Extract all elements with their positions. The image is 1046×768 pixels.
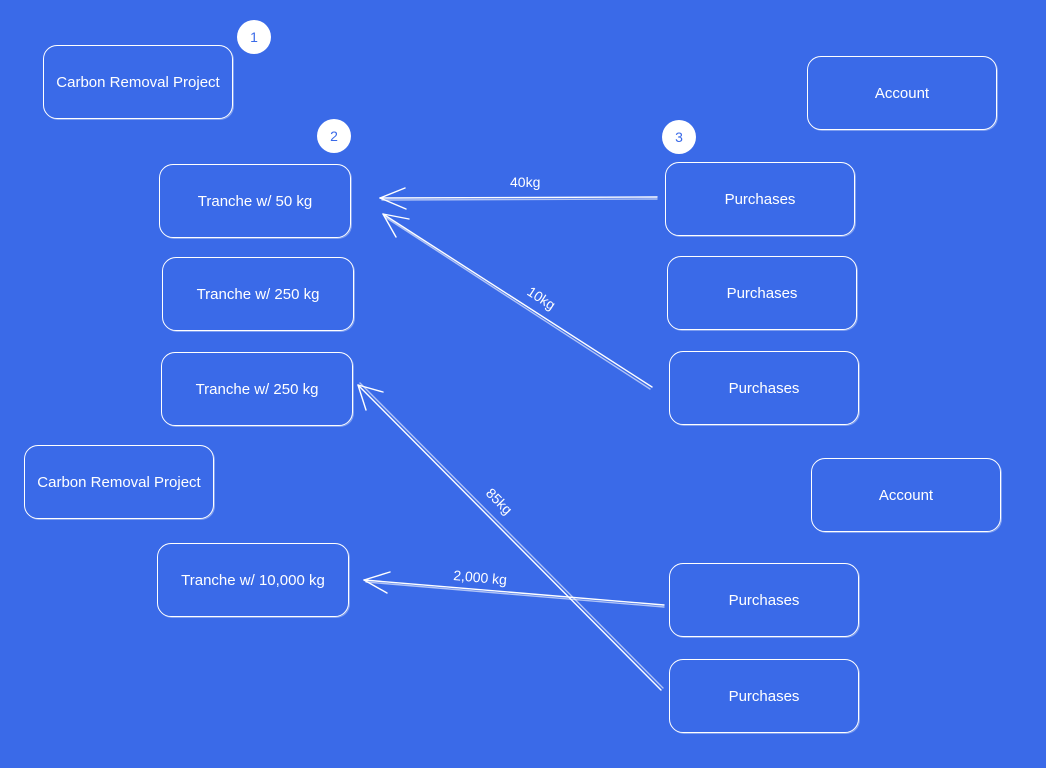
purchase-node-5[interactable]: Purchases [669,659,859,733]
tranche-node-1[interactable]: Tranche w/ 50 kg [159,164,351,238]
edge-label-2000kg: 2,000 kg [453,567,508,588]
tranche-node-3[interactable]: Tranche w/ 250 kg [161,352,353,426]
purchase-node-4[interactable]: Purchases [669,563,859,637]
account-node-1[interactable]: Account [807,56,997,130]
step-badge-1: 1 [237,20,271,54]
account-node-2[interactable]: Account [811,458,1001,532]
edge-40kg [379,187,658,210]
step-badge-2: 2 [317,119,351,153]
project-node-2[interactable]: Carbon Removal Project [24,445,214,519]
edge-85kg [357,382,664,691]
step-badge-3: 3 [662,120,696,154]
purchase-node-2[interactable]: Purchases [667,256,857,330]
purchase-node-3[interactable]: Purchases [669,351,859,425]
edge-10kg [382,213,653,390]
purchase-node-1[interactable]: Purchases [665,162,855,236]
tranche-node-4[interactable]: Tranche w/ 10,000 kg [157,543,349,617]
edge-label-85kg: 85kg [483,485,516,518]
edge-label-40kg: 40kg [510,174,540,190]
edge-2000kg [363,571,665,608]
tranche-node-2[interactable]: Tranche w/ 250 kg [162,257,354,331]
project-node-1[interactable]: Carbon Removal Project [43,45,233,119]
